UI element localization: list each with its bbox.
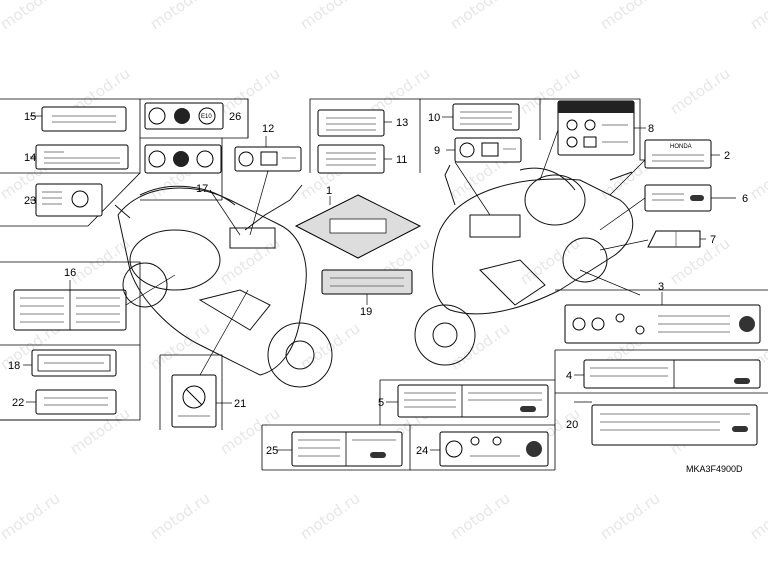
watermark-text: motod.ru bbox=[297, 0, 364, 33]
callout-24: 24 bbox=[416, 445, 428, 457]
watermark-text: motod.ru bbox=[517, 234, 584, 288]
label-18 bbox=[31, 349, 117, 377]
callout-5: 5 bbox=[378, 397, 384, 409]
label-3 bbox=[564, 304, 761, 344]
leader-lines bbox=[23, 115, 736, 451]
label-6 bbox=[644, 184, 712, 212]
callout-20: 20 bbox=[566, 419, 578, 431]
motorcycle-right-illustration bbox=[414, 164, 634, 366]
callout-2: 2 bbox=[724, 150, 730, 162]
watermark-text: motod.ru bbox=[597, 0, 664, 33]
callout-15: 15 bbox=[24, 111, 36, 123]
watermark-text: motod.ru bbox=[0, 489, 63, 543]
callout-14: 14 bbox=[24, 152, 36, 164]
callout-10: 10 bbox=[428, 112, 440, 124]
label-20 bbox=[591, 404, 758, 446]
label-21 bbox=[171, 374, 217, 428]
callout-23: 23 bbox=[24, 195, 36, 207]
honda-emblem-text: HONDA bbox=[670, 144, 692, 150]
callout-26: 26 bbox=[229, 111, 241, 123]
label-4 bbox=[583, 359, 761, 389]
part-code: MKA3F4900D bbox=[686, 464, 743, 474]
callout-7: 7 bbox=[710, 234, 716, 246]
callout-17: 17 bbox=[196, 183, 208, 195]
label-26: E10 bbox=[144, 102, 224, 130]
watermark-text: motod.ru bbox=[597, 489, 664, 543]
label-19 bbox=[321, 269, 413, 295]
callout-6: 6 bbox=[742, 193, 748, 205]
motorcycle-left-illustration bbox=[114, 184, 333, 388]
label-13 bbox=[317, 109, 385, 137]
e-mark-text: E10 bbox=[201, 114, 212, 120]
callout-12: 12 bbox=[262, 123, 274, 135]
label-17 bbox=[144, 144, 222, 174]
label-5 bbox=[397, 384, 549, 418]
callout-16: 16 bbox=[64, 267, 76, 279]
callout-21: 21 bbox=[234, 398, 246, 410]
watermark-text: motod.ru bbox=[447, 489, 514, 543]
callout-numbers: 15 26 14 12 17 23 13 11 1 10 9 8 2 6 7 1… bbox=[8, 111, 748, 474]
callout-13: 13 bbox=[396, 117, 408, 129]
label-16 bbox=[13, 289, 127, 331]
watermark-text: motod.ru bbox=[217, 234, 284, 288]
label-11 bbox=[317, 144, 385, 174]
label-22 bbox=[35, 389, 117, 415]
callout-19: 19 bbox=[360, 306, 372, 318]
watermark-text: motod.ru bbox=[447, 319, 514, 373]
label-14 bbox=[35, 144, 129, 170]
watermark-text: motod.ru bbox=[147, 0, 214, 33]
callout-3: 3 bbox=[658, 281, 664, 293]
callout-9: 9 bbox=[434, 145, 440, 157]
label-25 bbox=[291, 431, 403, 467]
label-7 bbox=[647, 230, 701, 248]
watermark-text: motod.ru bbox=[147, 489, 214, 543]
callout-22: 22 bbox=[12, 397, 24, 409]
watermark-text: motod.ru bbox=[0, 0, 63, 33]
label-9 bbox=[454, 137, 522, 163]
watermark-text: motod.ru bbox=[447, 0, 514, 33]
section-frames bbox=[0, 98, 768, 471]
callout-8: 8 bbox=[648, 123, 654, 135]
callout-1: 1 bbox=[326, 185, 332, 197]
callout-25: 25 bbox=[266, 445, 278, 457]
watermark-text: motod.ru bbox=[667, 64, 734, 118]
label-8 bbox=[557, 100, 635, 156]
callout-11: 11 bbox=[396, 154, 407, 166]
label-23 bbox=[35, 183, 103, 217]
watermark-text: motod.ru bbox=[747, 0, 768, 33]
label-2: HONDA bbox=[644, 139, 712, 169]
label-15 bbox=[41, 106, 127, 132]
watermark-text: motod.ru bbox=[747, 489, 768, 543]
label-12 bbox=[234, 146, 302, 172]
label-10 bbox=[452, 103, 520, 131]
watermark-text: motod.ru bbox=[217, 64, 284, 118]
label-1 bbox=[294, 194, 422, 259]
watermark-text: motod.ru bbox=[747, 149, 768, 203]
callout-18: 18 bbox=[8, 360, 20, 372]
label-24 bbox=[439, 431, 549, 467]
watermark-text: motod.ru bbox=[297, 489, 364, 543]
callout-4: 4 bbox=[566, 370, 572, 382]
